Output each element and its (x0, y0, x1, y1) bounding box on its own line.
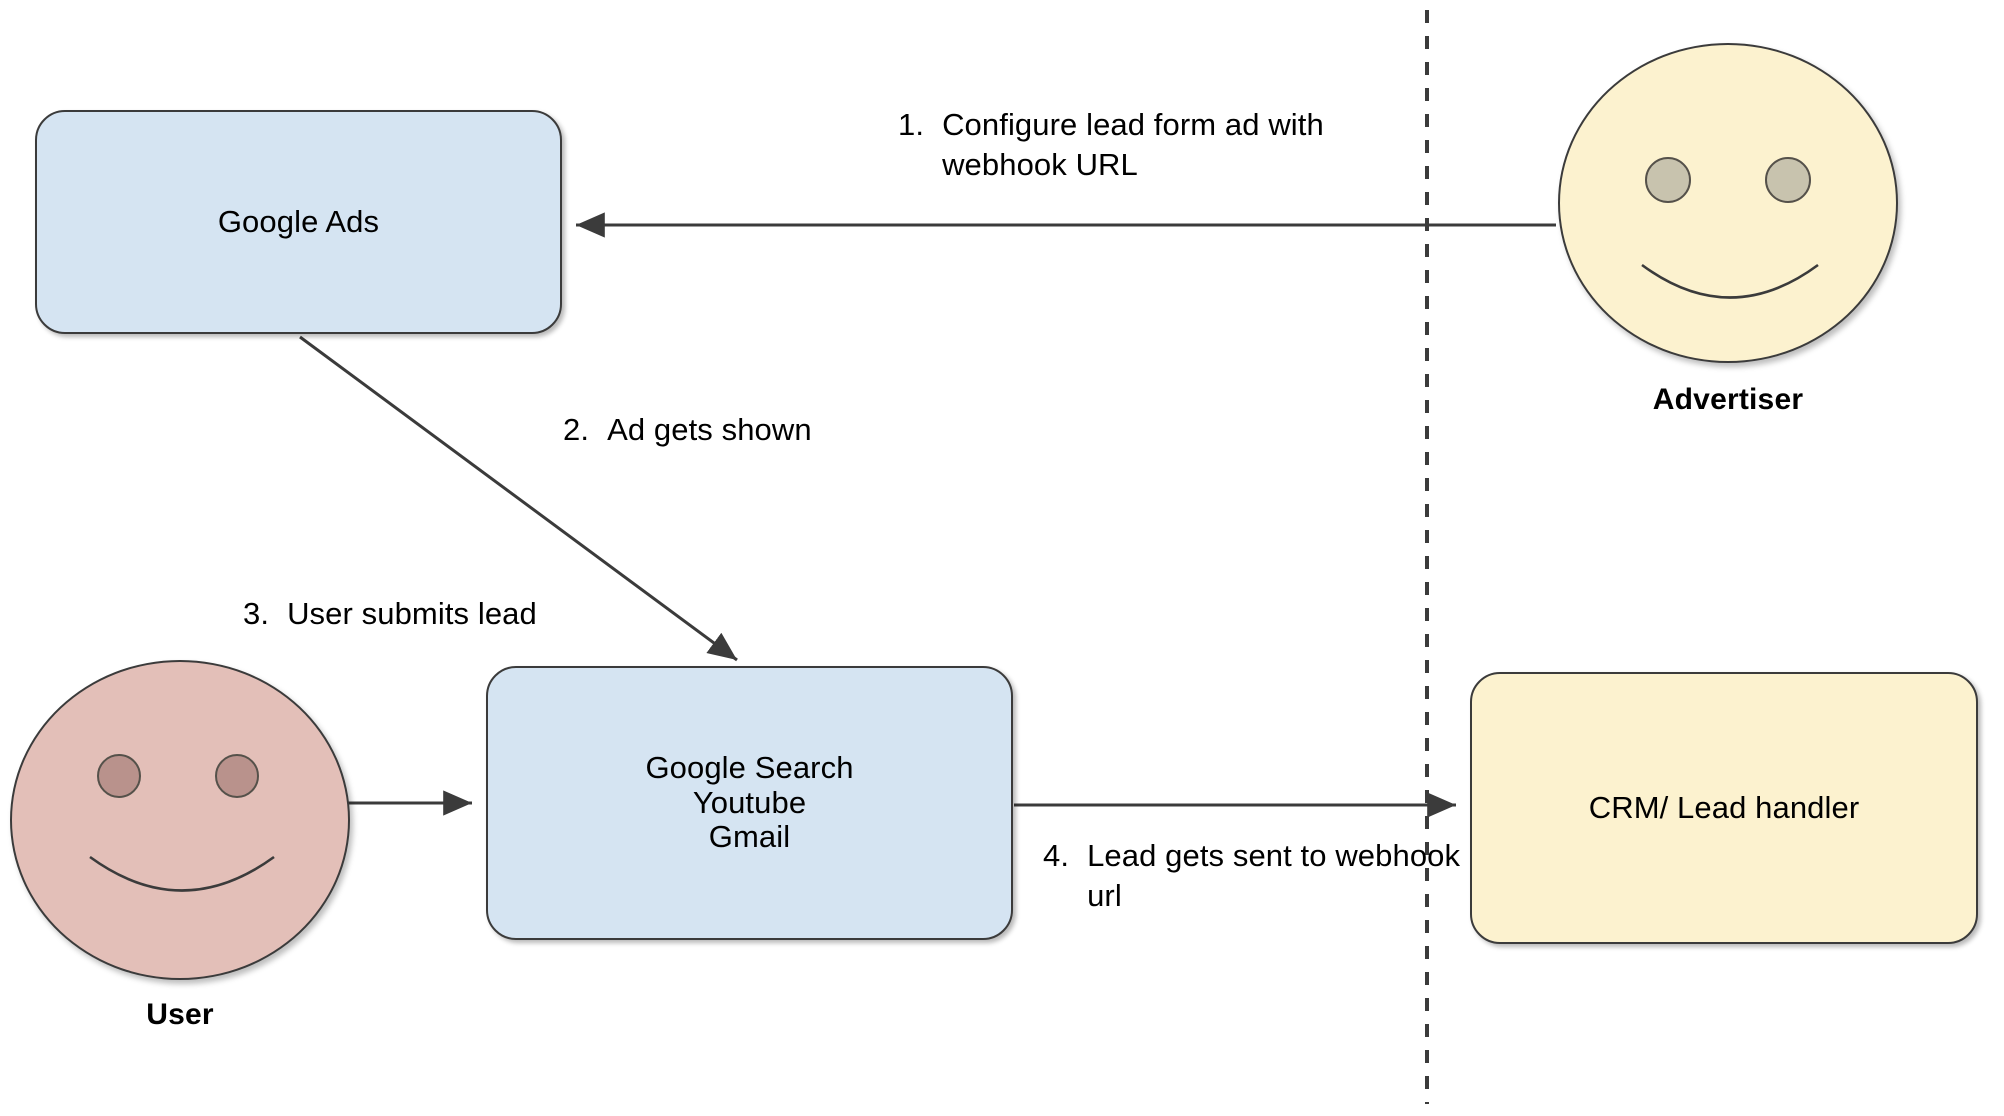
node-crm-lead-handler-label: CRM/ Lead handler (1588, 789, 1860, 825)
edge-label-step-1-text: Configure lead form ad with webhook URL (942, 107, 1324, 183)
eye-right-icon (215, 754, 259, 798)
edge-label-step-2: 2. Ad gets shown (563, 410, 983, 450)
edge-label-step-4: 4. Lead gets sent to webhook url (1043, 836, 1463, 917)
node-crm-lead-handler[interactable]: CRM/ Lead handler (1470, 672, 1978, 944)
eye-left-icon (97, 754, 141, 798)
edge-label-step-4-number: 4. (1043, 838, 1070, 873)
edge-label-step-3-number: 3. (243, 596, 270, 631)
smile-mouth-icon (1641, 263, 1819, 299)
actor-advertiser[interactable]: Advertiser (1558, 43, 1898, 416)
eye-right-icon (1765, 157, 1811, 203)
actor-advertiser-label: Advertiser (1652, 383, 1804, 416)
node-google-ads[interactable]: Google Ads (35, 110, 562, 334)
edge-label-step-4-text: Lead gets sent to webhook url (1087, 838, 1461, 914)
edge-label-step-1: 1. Configure lead form ad with webhook U… (898, 105, 1398, 186)
edge-label-step-3: 3. User submits lead (243, 594, 663, 634)
node-google-properties[interactable]: Google Search Youtube Gmail (486, 666, 1013, 940)
smiley-face-icon (1558, 43, 1898, 363)
node-google-properties-label: Google Search Youtube Gmail (645, 749, 854, 855)
smiley-face-icon (10, 660, 350, 980)
smile-mouth-icon (89, 855, 275, 892)
actor-user-label: User (146, 998, 214, 1031)
edge-label-step-2-number: 2. (563, 412, 590, 447)
edge-label-step-1-number: 1. (898, 107, 925, 142)
actor-user[interactable]: User (10, 660, 350, 1031)
node-google-ads-label: Google Ads (217, 203, 380, 239)
eye-left-icon (1645, 157, 1691, 203)
edge-label-step-2-text: Ad gets shown (607, 412, 812, 447)
edge-label-step-3-text: User submits lead (287, 596, 537, 631)
